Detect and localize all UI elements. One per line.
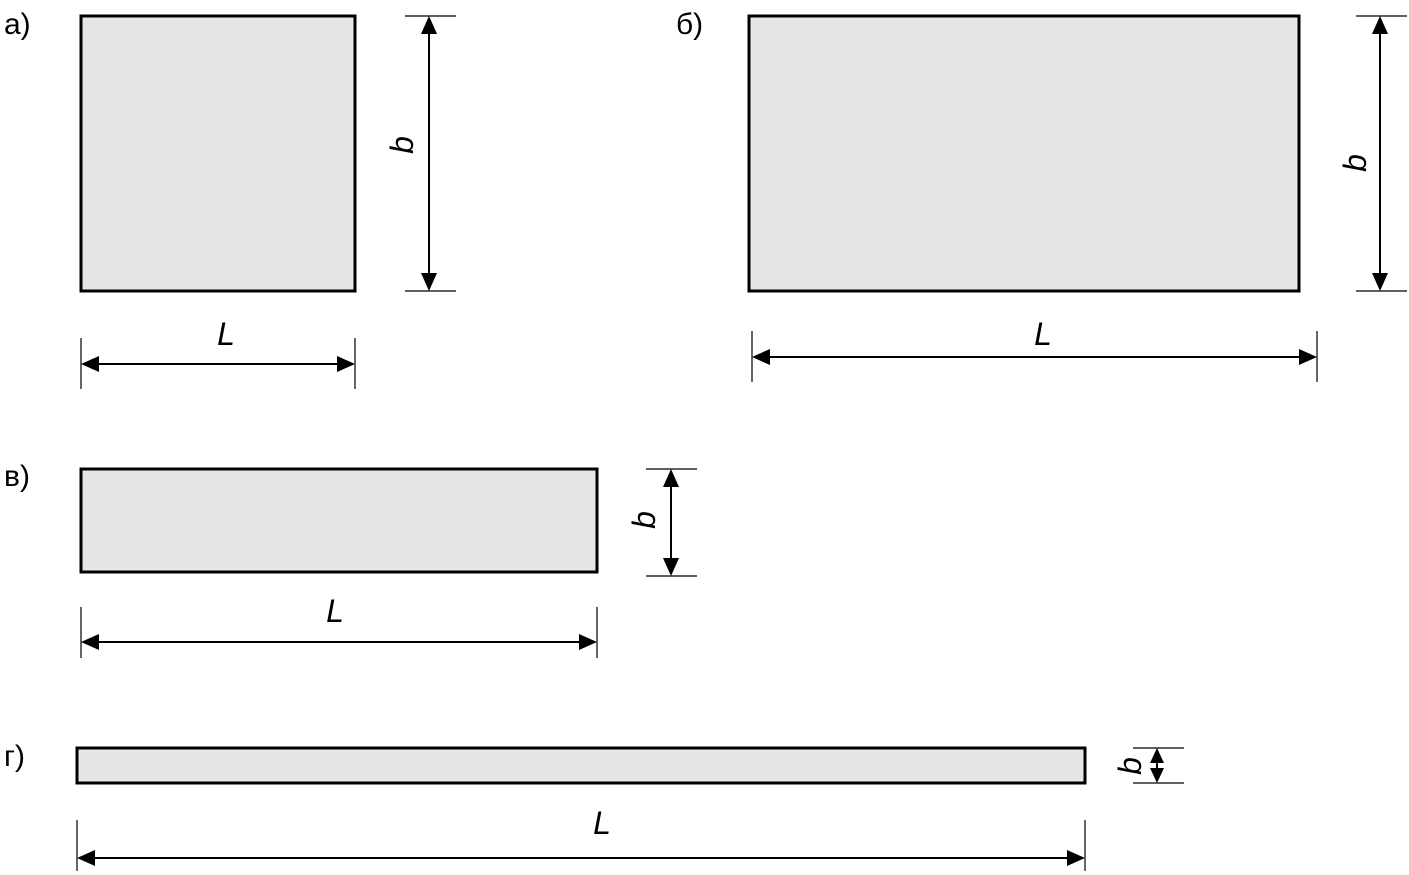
panel-g-b-label: b [1112, 757, 1148, 775]
panel-v-b-arrow-down-icon [663, 558, 679, 576]
panel-v-label: в) [4, 460, 30, 493]
panel-g-b-arrow-up-icon [1150, 748, 1164, 763]
panel-v-b-arrow-up-icon [663, 469, 679, 487]
panel-g-l-arrow-right-icon [1067, 850, 1085, 866]
panel-g-l-label: L [593, 805, 611, 841]
panel-a-b-arrow-up-icon [421, 16, 437, 34]
panel-v-l-label: L [326, 593, 344, 629]
panel-a-l-arrow-right-icon [337, 356, 355, 372]
panel-v-l-arrow-left-icon [81, 634, 99, 650]
panel-a-label: а) [4, 8, 31, 41]
panel-a-l-label: L [217, 316, 235, 352]
panel-v: в) b L [4, 460, 697, 658]
panel-g-label: г) [4, 740, 25, 773]
panel-b-label: б) [676, 8, 703, 41]
panel-g: г) b L [4, 740, 1184, 871]
panel-b-l-arrow-right-icon [1299, 349, 1317, 365]
panel-a-l-arrow-left-icon [81, 356, 99, 372]
panel-a: а) b L [4, 8, 456, 389]
panel-b-l-arrow-left-icon [752, 349, 770, 365]
panel-a-b-arrow-down-icon [421, 273, 437, 291]
panel-b: б) b L [676, 8, 1407, 382]
panel-b-l-label: L [1034, 316, 1052, 352]
panel-b-b-arrow-down-icon [1372, 273, 1388, 291]
panel-a-b-label: b [384, 136, 420, 154]
panel-b-b-label: b [1337, 154, 1373, 172]
panel-b-plate [747, 14, 1301, 293]
panel-v-plate [79, 467, 599, 574]
panel-g-plate [75, 746, 1087, 785]
panel-v-b-label: b [626, 511, 662, 529]
panel-g-b-arrow-down-icon [1150, 768, 1164, 783]
panel-v-l-arrow-right-icon [579, 634, 597, 650]
panel-a-plate [79, 14, 357, 293]
panel-g-l-arrow-left-icon [77, 850, 95, 866]
panel-b-b-arrow-up-icon [1372, 16, 1388, 34]
